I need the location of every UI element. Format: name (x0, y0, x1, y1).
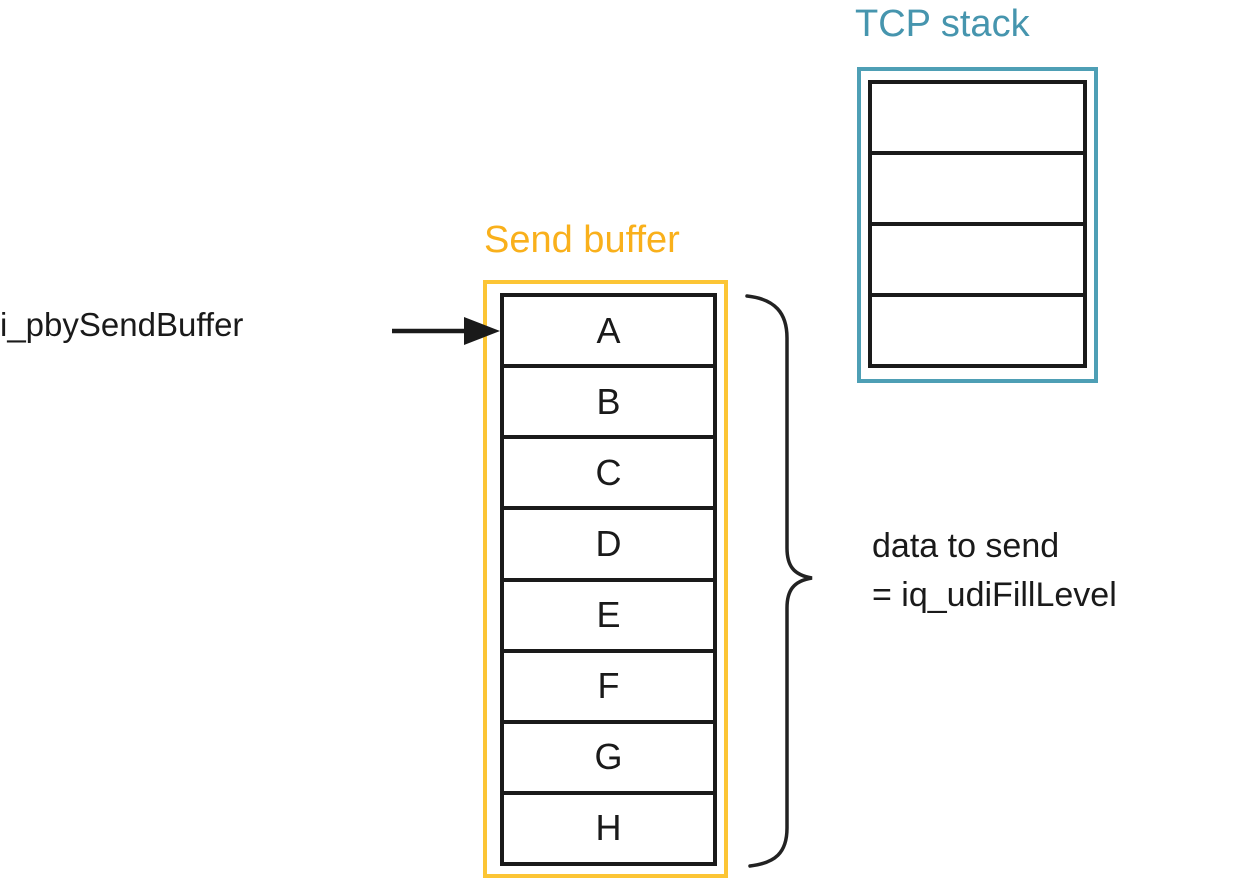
send-buffer-cell: C (504, 435, 713, 506)
annotation-text: data to send = iq_udiFillLevel (872, 522, 1117, 621)
annotation-line1: data to send (872, 527, 1060, 565)
arrow-right-icon (392, 317, 500, 345)
send-buffer-inner-box: A B C D E F G H (500, 293, 717, 866)
tcp-stack-inner-box (868, 80, 1087, 368)
tcp-stack-row (872, 293, 1083, 364)
send-buffer-title: Send buffer (484, 219, 680, 261)
pointer-label: i_pbySendBuffer (0, 306, 244, 343)
tcp-stack-row (872, 84, 1083, 151)
send-buffer-cell: E (504, 577, 713, 649)
send-buffer-cell: D (504, 506, 713, 577)
send-buffer-cell: F (504, 648, 713, 720)
annotation-line2: = iq_udiFillLevel (872, 576, 1117, 615)
tcp-stack-row (872, 151, 1083, 222)
tcp-stack-title: TCP stack (855, 3, 1030, 45)
tcp-stack-row (872, 222, 1083, 293)
tcp-stack-box (857, 67, 1098, 383)
send-buffer-cell: A (596, 309, 621, 351)
send-buffer-box: A B C D E F G H (483, 280, 728, 878)
send-buffer-cell: B (504, 364, 713, 435)
send-buffer-cell: H (504, 790, 713, 862)
send-buffer-cell: G (504, 719, 713, 791)
curly-brace-icon (745, 294, 813, 868)
